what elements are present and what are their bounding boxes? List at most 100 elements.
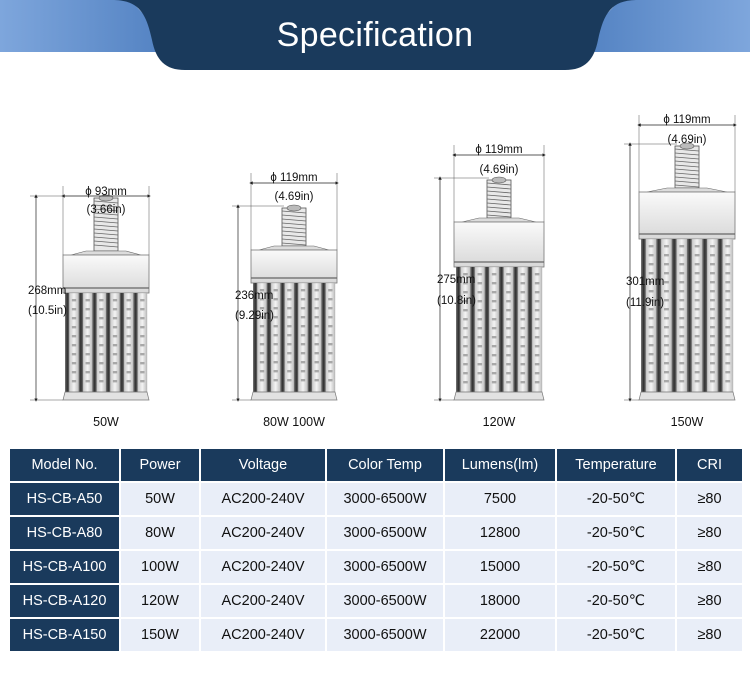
bulb-drawing: ϕ 93mm(3.66in)268mm(10.5in)50W <box>28 186 151 429</box>
led-chip <box>477 291 483 294</box>
led-chip <box>140 362 145 365</box>
led-chip <box>314 379 319 382</box>
led-chip <box>71 371 77 374</box>
cell-power: 80W <box>121 517 199 549</box>
led-chip <box>273 379 278 382</box>
led-chip <box>725 308 731 311</box>
bulb-caption: 80W 100W <box>263 415 325 429</box>
header-voltage: Voltage <box>201 449 325 481</box>
led-chip <box>112 335 118 338</box>
screw-thread <box>93 224 119 228</box>
led-chip <box>85 353 90 356</box>
led-chip <box>491 381 497 384</box>
cell-lumens: 15000 <box>445 551 555 583</box>
led-chip <box>725 353 731 356</box>
led-chip <box>463 381 468 384</box>
led-chip <box>477 363 483 366</box>
cell-cri: ≥80 <box>677 551 742 583</box>
led-chip <box>99 353 104 356</box>
led-chip <box>477 273 483 276</box>
screw-thread <box>674 172 700 176</box>
cell-power: 120W <box>121 585 199 617</box>
led-chip <box>328 325 333 328</box>
led-chip <box>491 345 497 348</box>
led-chip <box>287 298 292 301</box>
led-chip <box>463 282 468 285</box>
led-chip <box>85 326 90 329</box>
led-chip <box>85 317 90 320</box>
led-chip <box>710 353 715 356</box>
led-chip <box>506 282 511 285</box>
cooling-fin <box>702 239 708 392</box>
led-chip <box>534 354 540 357</box>
height-mm-label: 236mm <box>235 290 273 302</box>
cell-model: HS-CB-A120 <box>10 585 119 617</box>
led-chip <box>328 370 333 373</box>
cooling-fin <box>106 293 111 392</box>
led-chip <box>463 354 468 357</box>
led-chip <box>463 273 468 276</box>
cooling-fin <box>513 267 518 392</box>
screw-thread <box>281 230 307 234</box>
led-chip <box>259 361 265 364</box>
led-chip <box>491 372 497 375</box>
cooling-fin <box>253 283 258 392</box>
cooling-fin <box>456 267 461 392</box>
led-chip <box>664 317 669 320</box>
led-chip <box>664 326 669 329</box>
led-chip <box>273 298 278 301</box>
led-chip <box>664 245 669 248</box>
cell-color-temp: 3000-6500W <box>327 551 443 583</box>
cell-color-temp: 3000-6500W <box>327 619 443 651</box>
cell-cri: ≥80 <box>677 585 742 617</box>
led-chip <box>300 316 306 319</box>
led-chip <box>664 299 669 302</box>
led-strip <box>82 292 93 393</box>
screw-thread <box>486 198 512 202</box>
led-chip <box>463 291 468 294</box>
led-chip <box>664 362 669 365</box>
led-chip <box>328 316 333 319</box>
screw-tip <box>286 204 302 212</box>
led-chip <box>300 343 306 346</box>
led-chip <box>694 290 700 293</box>
driver-housing <box>638 191 736 240</box>
led-chip <box>314 361 319 364</box>
led-chip <box>725 299 731 302</box>
screw-thread <box>93 200 119 204</box>
diameter-in-label: (4.69in) <box>668 134 707 146</box>
led-chip <box>126 299 131 302</box>
screw-tip <box>679 142 695 150</box>
led-chip <box>491 300 497 303</box>
led-chip <box>520 273 526 276</box>
led-chip <box>99 362 104 365</box>
led-chip <box>679 317 685 320</box>
screw-thread <box>486 202 512 206</box>
neck <box>70 250 142 256</box>
height-mm-label: 301mm <box>626 276 664 288</box>
led-chip <box>314 298 319 301</box>
cell-cri: ≥80 <box>677 517 742 549</box>
led-chip <box>520 345 526 348</box>
led-chip <box>477 345 483 348</box>
led-chip <box>534 327 540 330</box>
led-chip <box>694 254 700 257</box>
led-chip <box>679 308 685 311</box>
led-chip <box>85 308 90 311</box>
led-chip <box>520 381 526 384</box>
led-chip <box>99 335 104 338</box>
led-chip <box>287 325 292 328</box>
screw-thread <box>281 210 307 214</box>
led-chip <box>477 372 483 375</box>
led-chip <box>99 344 104 347</box>
led-chip <box>126 335 131 338</box>
diameter-in-label: (3.66in) <box>87 204 126 216</box>
led-chip <box>710 308 715 311</box>
screw-thread <box>486 194 512 198</box>
header-banner: Specification <box>0 0 750 72</box>
led-chip <box>694 362 700 365</box>
led-chip <box>112 317 118 320</box>
screw-thread <box>674 168 700 172</box>
led-chip <box>491 354 497 357</box>
